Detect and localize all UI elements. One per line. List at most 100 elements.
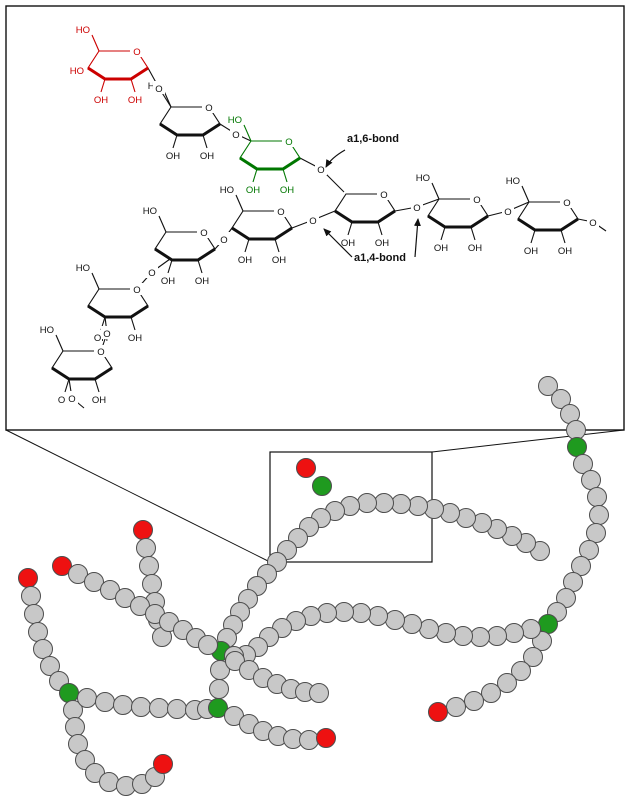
glucose-unit-circle — [351, 603, 371, 623]
frames-layer — [5, 5, 625, 563]
glucose-unit-circle — [579, 540, 599, 560]
ring-oxygen-mask — [560, 196, 574, 208]
ring-oxygen-label: O — [380, 190, 387, 201]
branch-point-circle — [567, 437, 587, 457]
oh-label: OH — [272, 255, 286, 266]
ring-front-edge — [231, 226, 293, 241]
glucose-unit-circle — [28, 622, 48, 642]
bridge-oxygen-mask — [315, 162, 327, 175]
oh-label: OH — [161, 276, 175, 287]
zoom-connector-line — [431, 429, 625, 453]
bridge-oxygen-label: O — [232, 130, 239, 141]
ring-front-edge — [87, 304, 149, 319]
bridge-oxygen-mask — [307, 213, 319, 226]
glucose-unit-circle — [487, 626, 507, 646]
ch2oh-arm — [235, 194, 244, 212]
oh-label: OH — [468, 243, 482, 254]
reducing-end-circle — [18, 568, 38, 588]
a16-bond-label: a1,6-bond — [347, 133, 399, 145]
glucose-unit-circle — [167, 699, 187, 719]
bridge-oxygen-label: O — [413, 203, 420, 214]
glucose-unit-circle — [385, 610, 405, 630]
ring-oxygen-label: O — [133, 47, 140, 58]
ring-oxygen-label: O — [277, 207, 284, 218]
oh-bond — [64, 378, 70, 393]
oh-label: OH — [128, 333, 142, 344]
glucose-unit-circle — [446, 697, 466, 717]
bridge-oxygen-label: O — [148, 268, 155, 279]
glucose-unit-circle — [309, 683, 329, 703]
reducing-end-circle — [428, 702, 448, 722]
glucose-unit-circle — [408, 496, 428, 516]
bridge-oxygen-mask — [587, 215, 599, 228]
bridge-oxygen-label: O — [68, 394, 75, 405]
glucose-unit-circle — [65, 717, 85, 737]
ring-oxygen-mask — [197, 226, 211, 238]
glucose-unit-circle — [571, 556, 591, 576]
reducing-end-circle — [296, 458, 316, 478]
bridge-oxygen-label: O — [309, 216, 316, 227]
bridge-oxygen-label: O — [220, 235, 227, 246]
ring-oxygen-mask — [282, 135, 296, 147]
glucose-unit-circle — [556, 588, 576, 608]
ring-front-edge — [159, 122, 221, 137]
ring-front-edge — [334, 209, 396, 224]
bridge-oxygen-mask — [146, 265, 158, 278]
glucose-unit-circle — [99, 772, 119, 792]
glucose-unit-circle — [521, 619, 541, 639]
glucose-unit-circle — [581, 470, 601, 490]
reducing-end-circle — [153, 754, 173, 774]
oh-label: OH — [246, 185, 260, 196]
oh-label: OH — [128, 95, 142, 106]
glucose-unit-circle — [139, 556, 159, 576]
reducing-end-circle — [52, 556, 72, 576]
glucose-unit-circle — [453, 626, 473, 646]
bridge-oxygen-mask — [218, 232, 230, 245]
glucose-unit-circle — [589, 505, 609, 525]
branch-point-circle — [208, 698, 228, 718]
a14-bond-label: a1,4-bond — [354, 252, 406, 264]
ring-oxygen-mask — [202, 101, 216, 113]
ch2oh-arm — [91, 34, 100, 52]
ho-label: HO — [40, 325, 54, 336]
oh-bond — [244, 238, 250, 253]
ring-oxygen-label: O — [205, 103, 212, 114]
glucose-unit-circle — [131, 697, 151, 717]
reducing-end-circle — [133, 520, 153, 540]
oh-label: OH — [375, 238, 389, 249]
monomer-circles-layer — [18, 376, 609, 796]
bridge-oxygen-mask — [66, 391, 78, 404]
a16-arrow — [325, 149, 346, 168]
oh-label: OH — [92, 395, 106, 406]
ring-front-edge — [51, 366, 113, 381]
glucose-unit-circle — [523, 647, 543, 667]
glucose-unit-circle — [374, 493, 394, 513]
bridge-oxygen-mask — [153, 81, 165, 94]
glucose-unit-circle — [566, 420, 586, 440]
glucose-unit-circle — [391, 494, 411, 514]
annotation-arrows-layer — [323, 149, 421, 258]
glucose-unit-circle — [84, 572, 104, 592]
branch-point-circle — [312, 476, 332, 496]
glucose-unit-circle — [587, 487, 607, 507]
ring-oxygen-label: O — [97, 347, 104, 358]
glucose-unit-circle — [419, 619, 439, 639]
glucose-unit-circle — [136, 538, 156, 558]
oh-label: OH — [238, 255, 252, 266]
oh-label: OH — [195, 276, 209, 287]
oh-bond — [347, 221, 353, 236]
glucose-unit-circle — [551, 389, 571, 409]
glucose-unit-circle — [504, 623, 524, 643]
bridge-oxygen-label: O — [504, 207, 511, 218]
glucose-unit-circle — [334, 602, 354, 622]
glucose-unit-circle — [209, 679, 229, 699]
ring-front-edge — [239, 156, 301, 171]
ring-front-edge — [517, 217, 579, 232]
bridge-oxygen-mask — [502, 204, 514, 217]
glucose-unit-circle — [511, 661, 531, 681]
a14-arrow — [323, 228, 353, 258]
ring-front-edge — [154, 247, 216, 262]
